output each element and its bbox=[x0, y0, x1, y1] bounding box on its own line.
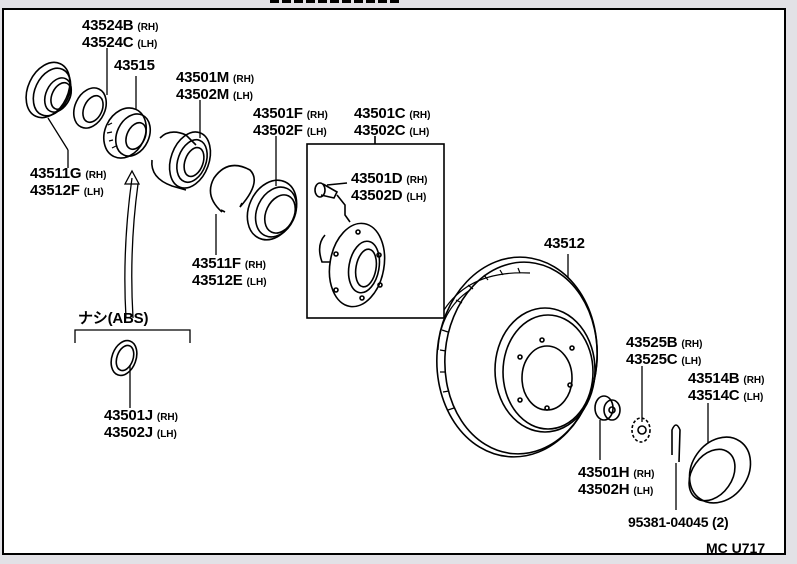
header-strip bbox=[270, 0, 400, 3]
part-label-4350xD[interactable]: 43501D(RH) 43502D(LH) bbox=[351, 170, 428, 204]
part-label-4350xJ[interactable]: 43501J(RH) 43502J(LH) bbox=[104, 407, 178, 441]
part-label-43524[interactable]: 43524B(RH) 43524C(LH) bbox=[82, 17, 159, 51]
bearing-race[interactable] bbox=[68, 83, 113, 134]
part-label-95381[interactable]: 95381-04045 (2) bbox=[628, 514, 729, 530]
part-label-43515[interactable]: 43515 bbox=[114, 57, 155, 74]
part-label-4350xM[interactable]: 43501M(RH) 43502M(LH) bbox=[176, 69, 255, 103]
part-label-43512[interactable]: 43512 bbox=[544, 235, 585, 252]
abs-seal[interactable] bbox=[107, 337, 142, 379]
abs-note: ナシ(ABS) bbox=[78, 310, 149, 327]
lock-nut[interactable] bbox=[594, 395, 621, 421]
leader-lines bbox=[47, 48, 709, 510]
part-label-4351xG[interactable]: 43511G(RH) 43512F(LH) bbox=[30, 165, 107, 199]
nut-lock[interactable] bbox=[631, 417, 651, 443]
diagram-id: MC U717 bbox=[706, 540, 766, 556]
dust-seal[interactable] bbox=[238, 172, 306, 248]
part-label-4350xC[interactable]: 43501C(RH) 43502C(LH) bbox=[354, 105, 431, 139]
part-label-43514[interactable]: 43514B(RH) 43514C(LH) bbox=[688, 370, 765, 404]
brake-disc-rotor[interactable] bbox=[429, 250, 606, 463]
hub-bolt[interactable] bbox=[314, 182, 351, 223]
grease-cap[interactable] bbox=[677, 425, 763, 514]
part-label-4351xF[interactable]: 43511F(RH) 43512E(LH) bbox=[192, 255, 267, 289]
axle-hub[interactable] bbox=[318, 219, 391, 311]
part-label-4350xF[interactable]: 43501F(RH) 43502F(LH) bbox=[253, 105, 328, 139]
cotter-pin[interactable] bbox=[671, 424, 681, 463]
hub-bearing[interactable] bbox=[151, 126, 218, 193]
diagram-frame bbox=[2, 8, 786, 555]
part-label-4350xH[interactable]: 43501H(RH) 43502H(LH) bbox=[578, 464, 655, 498]
snap-ring[interactable] bbox=[209, 164, 256, 213]
oil-seal-outer[interactable] bbox=[18, 55, 79, 124]
tapered-roller-bearing[interactable] bbox=[96, 101, 157, 165]
part-label-43525[interactable]: 43525B(RH) 43525C(LH) bbox=[626, 334, 703, 368]
